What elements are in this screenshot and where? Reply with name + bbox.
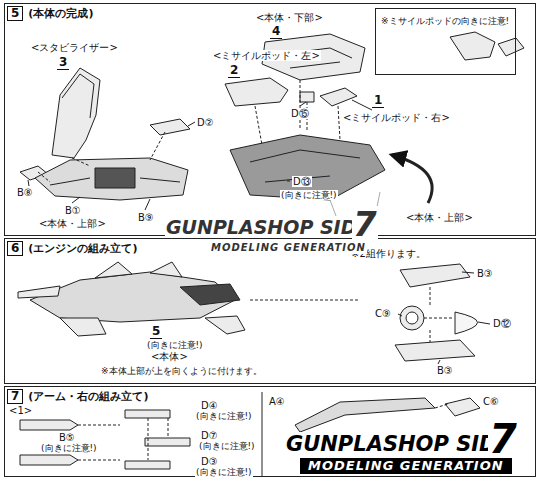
note: (向きに注意!) — [195, 411, 253, 421]
part-name: <スタビライザー> — [30, 42, 119, 53]
part-number: C⑥ — [482, 396, 500, 407]
part-number: D⑮ — [290, 108, 310, 119]
part-name: <本体・上部> — [405, 212, 474, 223]
watermark: 7 — [352, 206, 378, 242]
part-name: <本体・下部> — [255, 12, 324, 23]
part-number: B⑤ — [58, 432, 76, 443]
part-number: D④ — [200, 400, 219, 411]
upper-body-part — [230, 135, 385, 200]
rotate-arrow — [392, 155, 432, 203]
arm-part — [20, 455, 78, 465]
part-number: B⑨ — [137, 212, 155, 223]
guide-line — [255, 80, 340, 145]
part-number: B⑧ — [16, 187, 34, 198]
step-heading: (アーム・右の組み立て) — [27, 390, 149, 403]
engine-part — [60, 318, 106, 336]
engine-ring — [400, 306, 424, 330]
part-group-number: 4 — [270, 25, 282, 39]
leader-line — [28, 122, 195, 210]
part-number: C⑨ — [374, 308, 392, 319]
aircraft-fin — [95, 262, 132, 278]
part-number: D⑬ — [292, 176, 312, 187]
note-box: ※ミサイルポッドの向きに注意! — [375, 8, 516, 75]
missile-pod-part — [320, 88, 357, 106]
engine-cone — [455, 312, 478, 334]
watermark: MODELING GENERATION — [210, 242, 367, 254]
engine-part — [205, 316, 245, 334]
step-heading: (本体の完成) — [27, 7, 94, 20]
step-number: 5 — [7, 6, 23, 21]
part-name: <ミサイルポッド・右> — [342, 112, 451, 123]
note: ※本体上部が上を向くように付けます。 — [100, 366, 263, 376]
note: (向きに注意!) — [146, 340, 204, 350]
note: (向きに注意!) — [195, 467, 253, 477]
part-name: <本体> — [150, 351, 189, 362]
aircraft-fin — [150, 262, 182, 277]
small-part — [150, 119, 190, 135]
missile-pod-part — [498, 38, 524, 56]
guide-line — [250, 287, 453, 342]
note-text: ※ミサイルポッドの向きに注意! — [381, 16, 509, 27]
step-number: 6 — [7, 241, 23, 256]
sub-step-number: <1> — [8, 405, 33, 416]
part-number: A④ — [268, 396, 286, 407]
watermark: GUNPLASHOP SIDE — [285, 432, 512, 456]
engine-part — [395, 340, 475, 361]
part-number: B③ — [436, 365, 454, 376]
engine-ring — [406, 312, 418, 324]
stabilizer-part — [52, 68, 100, 158]
step-panel: 6 (エンジンの組み立て) — [4, 238, 536, 384]
part-number: D⑫ — [492, 318, 512, 329]
part-name: <本体・上部> — [38, 218, 107, 229]
part-number: D③ — [200, 456, 219, 467]
arm-part — [295, 398, 435, 432]
upper-body-part — [35, 158, 188, 200]
part-number: B① — [64, 205, 82, 216]
part-group-number: 3 — [57, 56, 69, 70]
part-group-number: 2 — [228, 64, 240, 78]
part-number: B③ — [476, 268, 494, 279]
part-name: <ミサイルポッド・左> — [212, 50, 321, 61]
step-number: 7 — [7, 389, 23, 404]
part-group-number: 1 — [372, 94, 384, 108]
missile-pod-part — [225, 78, 288, 106]
aircraft-wing — [18, 286, 60, 298]
watermark: 7 — [488, 418, 518, 460]
leader-line — [398, 272, 490, 364]
engine-part — [400, 264, 470, 287]
watermark: MODELING GENERATION — [300, 458, 512, 474]
arm-part — [445, 398, 480, 416]
part-group-number: 5 — [150, 325, 162, 339]
arm-part — [20, 420, 78, 430]
note: (向きに注意!) — [40, 443, 98, 453]
part-number: D② — [196, 117, 215, 128]
step-heading: (エンジンの組み立て) — [27, 242, 138, 255]
pin-part — [145, 438, 190, 446]
pin-part — [125, 461, 170, 469]
upper-body-detail — [95, 168, 135, 188]
missile-pod-part — [450, 32, 495, 60]
note: (向きに注意!) — [280, 190, 338, 200]
watermark: GUNPLASHOP SIDE — [165, 216, 370, 238]
aircraft-nozzle — [180, 284, 240, 305]
guide-line — [38, 132, 165, 182]
small-part — [300, 92, 314, 102]
panel-divider — [262, 392, 263, 476]
stabilizer-detail — [62, 74, 94, 118]
upper-body-detail — [50, 178, 180, 185]
pin-part — [125, 410, 170, 418]
part-number: D⑦ — [200, 430, 219, 441]
note: (向きに注意!) — [198, 441, 256, 451]
